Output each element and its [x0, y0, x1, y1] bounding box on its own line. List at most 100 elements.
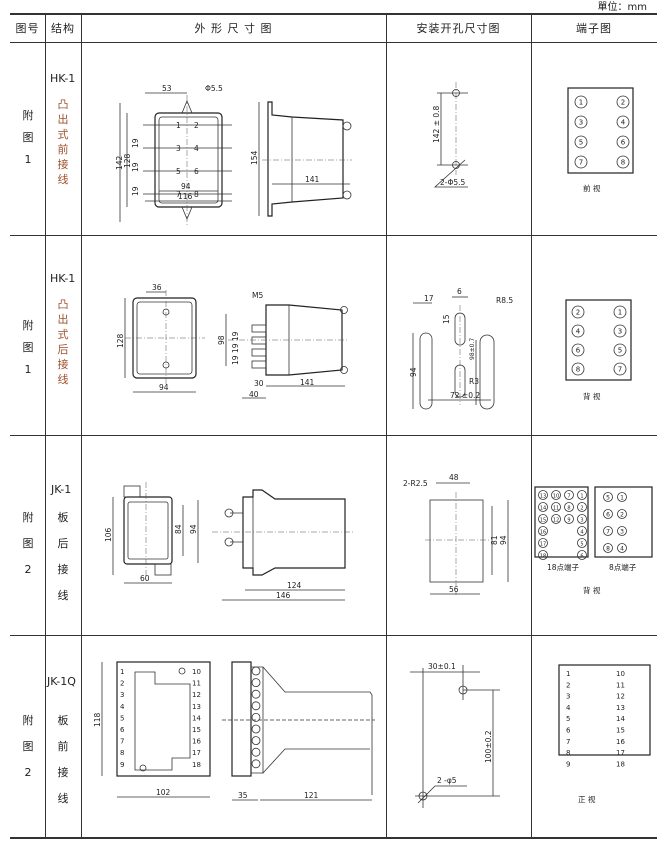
terminal-screw [251, 724, 261, 734]
figure-number: 附图1 [22, 109, 34, 166]
terminal-number: 4 [620, 546, 624, 553]
dim-19: 19 [131, 162, 140, 172]
pin-label: 11 [192, 680, 201, 688]
pin-label: 2 [194, 121, 199, 130]
terminal-screw [251, 666, 261, 676]
dim-94: 94 [409, 367, 418, 377]
hk1-rear-side-view: M5 98 19 19 19 30 141 40 [217, 291, 348, 399]
figure-number: 附图1 [22, 319, 34, 376]
terminal-screw [251, 701, 261, 711]
terminal-circle [574, 95, 588, 109]
terminal-number: 18 [540, 554, 546, 560]
terminal-circle [574, 155, 588, 169]
pin-label: 10 [192, 668, 201, 676]
dim-60: 60 [140, 574, 150, 583]
dim-98-tol: 98±0.7 [469, 338, 476, 360]
dim-121: 121 [304, 791, 319, 800]
pin-label: 5 [176, 167, 181, 176]
terminal-number: 2 [566, 681, 570, 689]
dim-17: 17 [424, 294, 434, 303]
terminal-circle [564, 490, 574, 500]
pin-label: 14 [192, 714, 201, 722]
model-name: HK-1 [50, 272, 76, 285]
terminal-circle [564, 502, 574, 512]
column-divider [386, 13, 387, 839]
pin-label: 7 [120, 738, 124, 746]
hk1-side-view: 154 141 [250, 101, 352, 217]
dim-19: 19 [131, 138, 140, 148]
jk1q-side-view: 35 121 [222, 661, 375, 801]
unit-label: 單位：mm [597, 2, 647, 13]
terminal-number: 4 [576, 328, 581, 336]
jk1-front-view: 106 84 94 60 [104, 482, 199, 584]
terminal-8-label: 8点端子 [609, 562, 637, 572]
terminal-number: 14 [616, 715, 625, 723]
view-label: 背 视 [583, 391, 601, 401]
terminal-screw [251, 678, 261, 687]
header-structure: 结构 [51, 22, 75, 35]
hk1-rear-cutout: 94 17 6 R8.5 15 98±0.7 R3 72 ±0.2 [409, 287, 513, 410]
dim-19: 19 [131, 186, 140, 196]
terminal-number: 8 [566, 749, 570, 757]
dim-35: 35 [238, 791, 248, 800]
terminal-number: 3 [618, 328, 622, 336]
terminal-circle [574, 135, 588, 149]
pin-label: 4 [194, 144, 199, 153]
terminal-circle [574, 115, 588, 129]
pin-label: 7 [176, 190, 181, 199]
terminal-circle [538, 514, 548, 524]
header-rule [10, 42, 657, 43]
terminal-number: 4 [580, 530, 583, 536]
terminal-number: 7 [606, 529, 610, 536]
terminal-number: 4 [621, 119, 626, 127]
terminal-number: 5 [566, 715, 570, 723]
terminal-number: 11 [553, 506, 559, 512]
dim-118: 118 [93, 712, 102, 727]
terminal-number: 4 [566, 704, 571, 712]
view-label: 前 视 [583, 183, 601, 193]
dim-94: 94 [181, 182, 191, 191]
hk1-cutout: 142 ± 0.8 2-Φ5.5 [432, 82, 468, 188]
header-figure-no: 图号 [15, 22, 40, 35]
terminal-circle [538, 550, 548, 560]
pin-label: 9 [120, 761, 124, 769]
terminal-screw [251, 747, 261, 757]
terminal-circle [616, 155, 630, 169]
pin-label: 18 [192, 761, 201, 769]
pin-label: 1 [120, 668, 124, 676]
terminal-number: 1 [618, 309, 622, 317]
row-divider [10, 235, 657, 236]
terminal-circle [603, 509, 613, 519]
terminal-number: 13 [616, 704, 625, 712]
dim-128: 128 [116, 333, 125, 348]
terminal-number: 3 [620, 529, 624, 536]
terminal-number: 2 [576, 309, 580, 317]
terminal-circle [577, 514, 587, 524]
terminal-circle [577, 538, 587, 548]
dim-100-tol: 100±0.2 [484, 730, 493, 763]
terminal-number: 2 [620, 512, 624, 519]
terminal-circle [603, 543, 613, 553]
pin-label: 5 [120, 714, 124, 722]
terminal-number: 8 [621, 159, 625, 167]
jk1-side-view: 124 146 [212, 489, 355, 601]
dim-94: 94 [189, 524, 198, 534]
dim-81: 81 [490, 535, 499, 545]
terminal-number: 11 [616, 681, 625, 689]
dim-56: 56 [449, 585, 459, 594]
terminal-number: 7 [567, 494, 570, 500]
terminal-number: 3 [566, 693, 570, 701]
terminal-number: 9 [566, 760, 570, 768]
terminal-number: 10 [616, 670, 625, 678]
column-divider [45, 13, 46, 839]
terminal-number: 7 [566, 738, 570, 746]
dim-72-tol: 72 ±0.2 [450, 391, 480, 400]
terminal-number: 15 [540, 518, 546, 524]
terminal-number: 17 [616, 749, 625, 757]
terminal-circle [571, 362, 585, 376]
terminal-circle [616, 115, 630, 129]
pin-label: 13 [192, 703, 201, 711]
